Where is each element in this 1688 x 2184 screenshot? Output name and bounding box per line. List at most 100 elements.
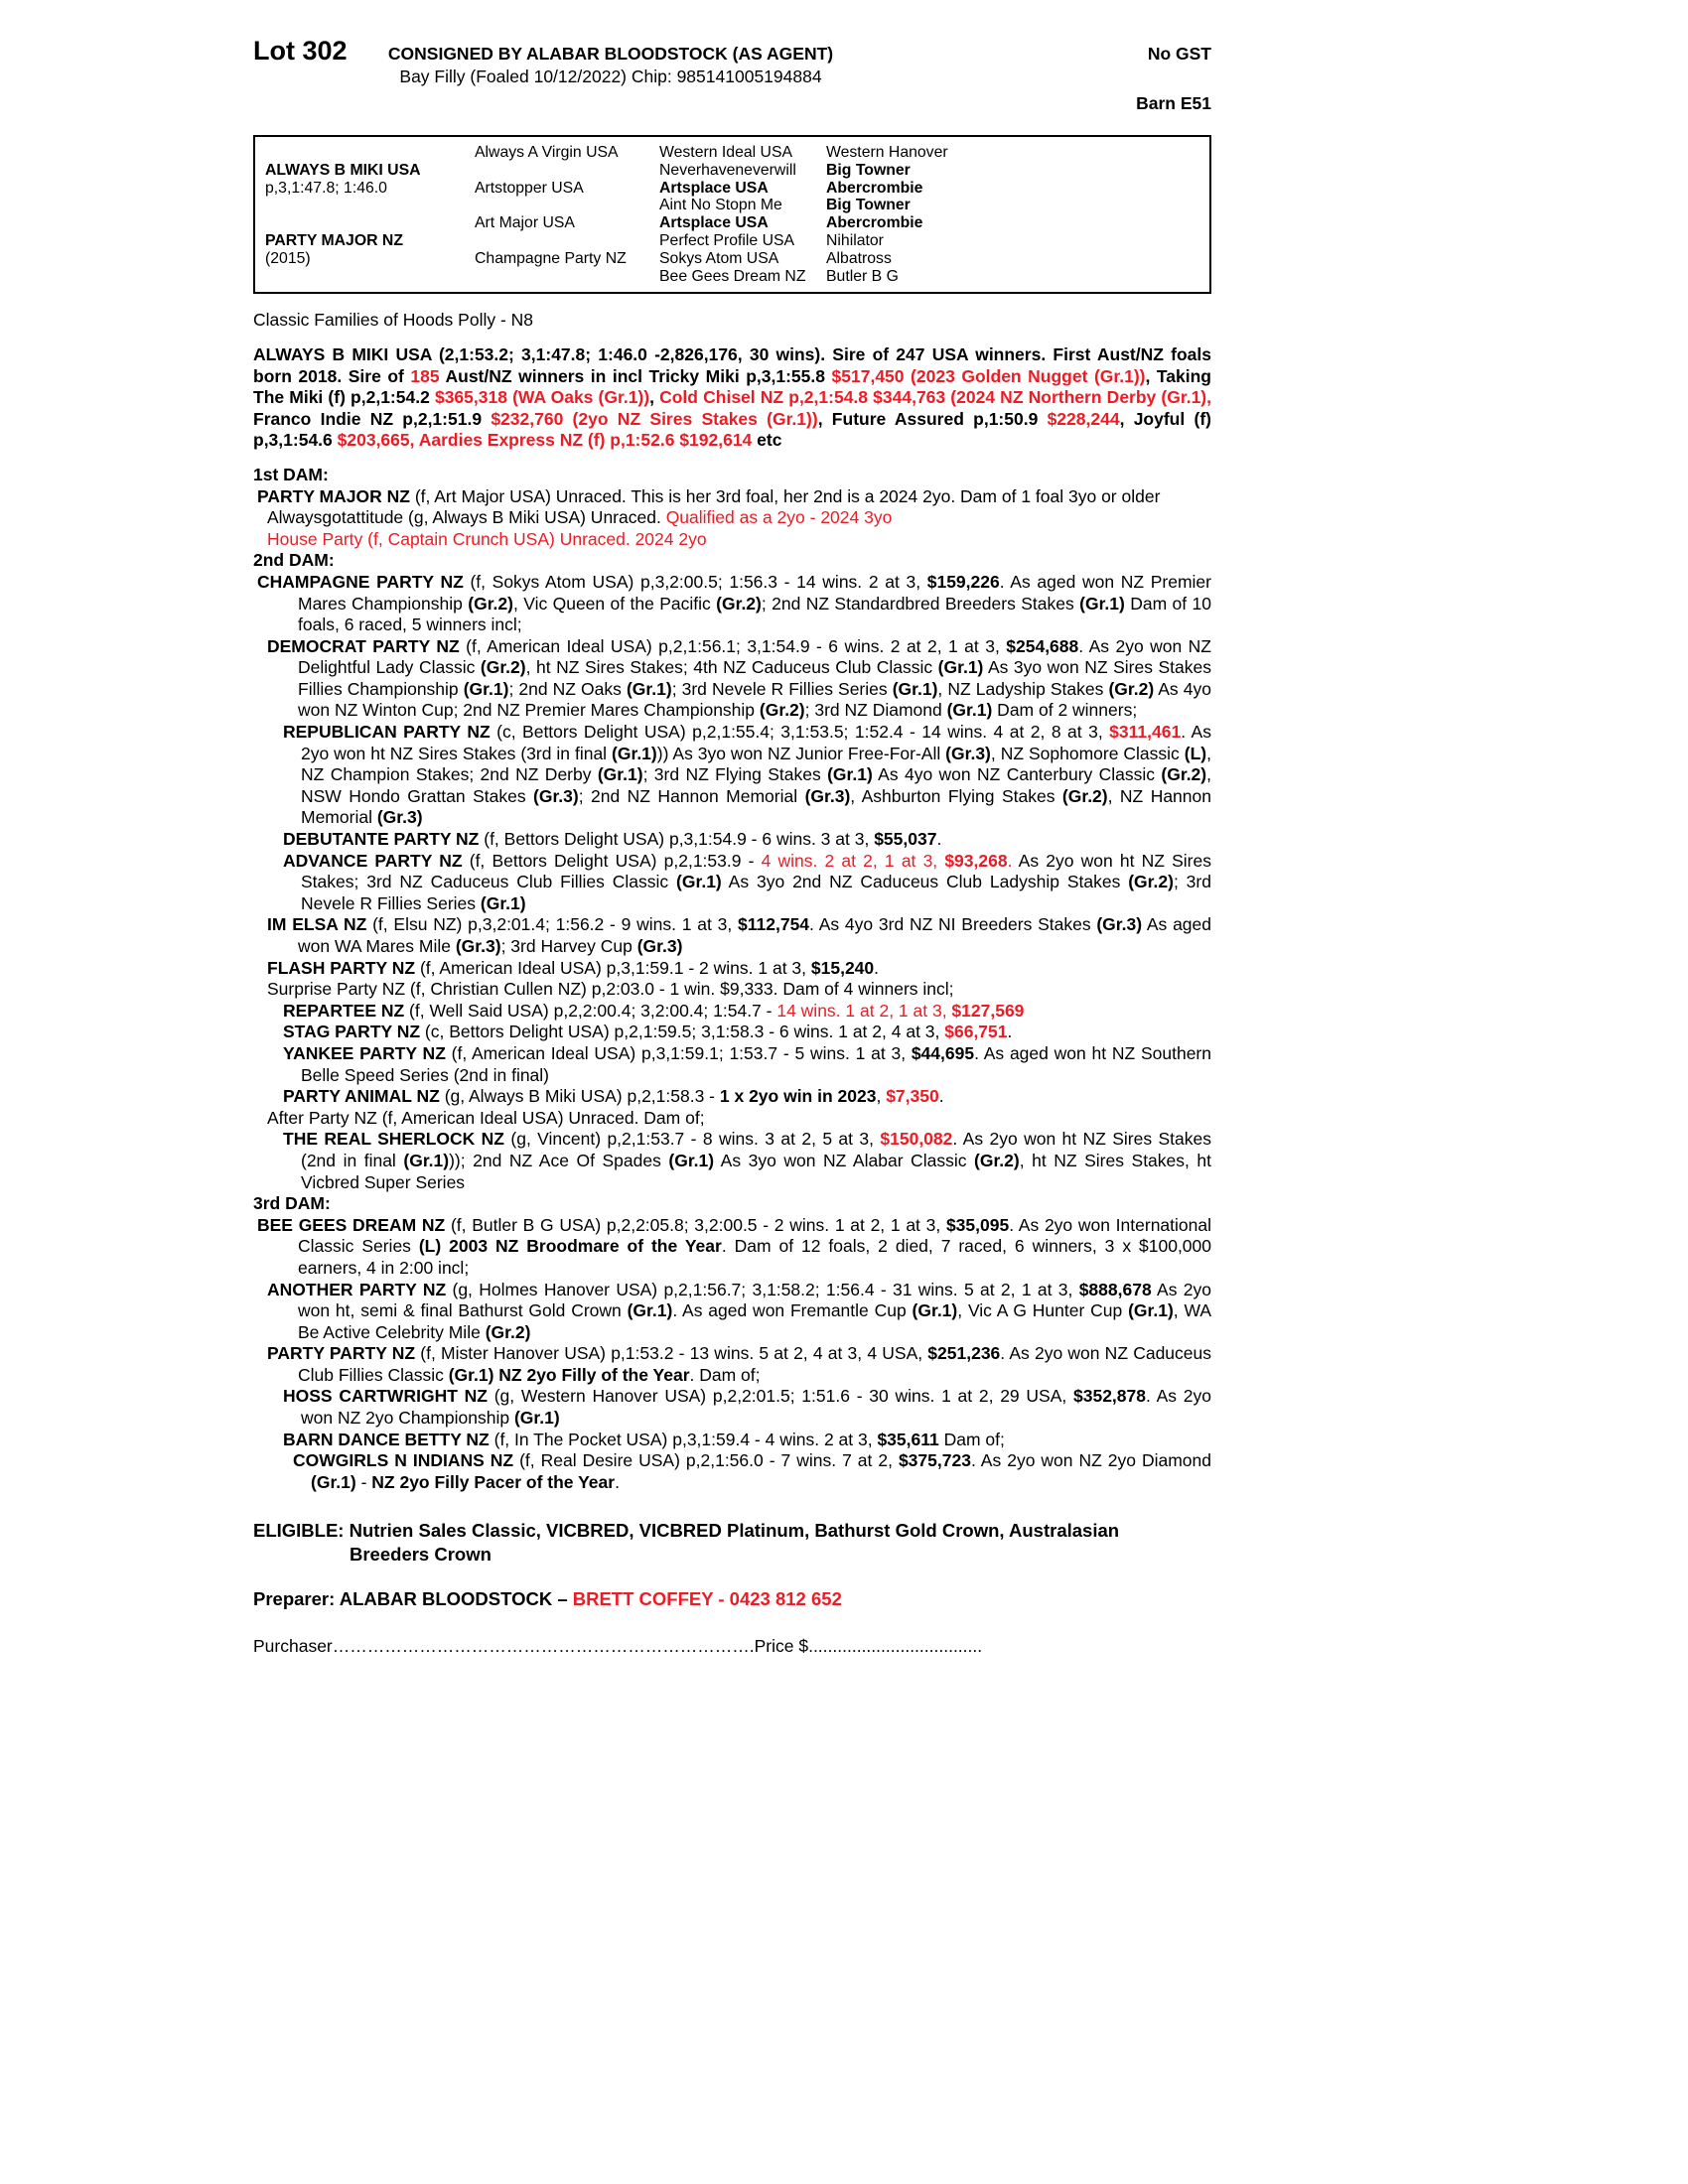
text-segment: $254,688 — [1006, 635, 1079, 656]
text-segment: $352,878 — [1073, 1386, 1146, 1407]
text-segment: As 4yo won NZ Winton Cup; 2nd NZ Premier… — [298, 678, 1211, 721]
text-segment: 2nd DAM: — [253, 550, 335, 571]
text-segment: (L) — [1184, 743, 1207, 763]
pedigree-ancestor: Abercrombie — [826, 179, 923, 197]
pedigree-sire-record: p,3,1:47.8; 1:46.0 — [265, 179, 387, 197]
text-segment: etc — [752, 430, 782, 451]
text-segment: REPARTEE NZ — [283, 1000, 405, 1021]
text-segment: House Party (f, Captain Crunch USA) Unra… — [267, 528, 707, 549]
text-segment: , NZ Sophomore Classic — [990, 743, 1185, 763]
pedigree-paragraph: IM ELSA NZ (f, Elsu NZ) p,3,2:01.4; 1:56… — [253, 914, 1211, 957]
text-segment: Preparer: ALABAR BLOODSTOCK – — [253, 1588, 573, 1610]
text-segment: )); 2nd NZ Ace Of Spades — [449, 1150, 669, 1170]
text-segment: (Gr.2) — [468, 593, 513, 614]
foal-description: Bay Filly (Foaled 10/12/2022) Chip: 9851… — [399, 67, 822, 86]
text-segment: (Gr.1) — [676, 872, 722, 892]
barn-number: Barn E51 — [1136, 93, 1211, 113]
text-segment: (Gr.3) — [533, 785, 579, 806]
text-segment: BRETT COFFEY - 0423 812 652 — [572, 1588, 842, 1610]
text-segment: $232,760 (2yo NZ Sires Stakes (Gr.1)) — [491, 408, 818, 429]
text-segment: (c, Bettors Delight USA) p,2,1:55.4; 3,1… — [490, 722, 1110, 743]
text-segment: , NZ Champion Stakes; 2nd NZ Derby — [301, 743, 1211, 785]
page-content: Lot 302 CONSIGNED BY ALABAR BLOODSTOCK (… — [253, 36, 1211, 1657]
text-segment: Dam of; — [938, 1429, 1005, 1449]
text-segment: , NZ Hannon Memorial — [301, 785, 1211, 828]
text-segment: REPUBLICAN PARTY NZ — [283, 722, 491, 743]
pedigree-paragraph: YANKEE PARTY NZ (f, American Ideal USA) … — [253, 1043, 1211, 1086]
preparer-line: Preparer: ALABAR BLOODSTOCK – BRETT COFF… — [253, 1588, 1211, 1610]
pedigree-ancestor: Neverhaveneverwill — [659, 161, 796, 179]
text-segment: (Gr.1) — [311, 1471, 356, 1492]
pedigree-ancestor: Aint No Stopn Me — [659, 197, 782, 214]
text-segment: (Gr.2) — [1061, 785, 1108, 806]
text-segment: )) As 3yo won NZ Junior Free-For-All — [656, 743, 946, 763]
text-segment: (g, Western Hanover USA) p,2,2:01.5; 1:5… — [487, 1386, 1073, 1407]
pedigree-paragraph: REPUBLICAN PARTY NZ (c, Bettors Delight … — [253, 722, 1211, 829]
text-segment: $127,569 — [951, 1000, 1025, 1021]
text-segment: Classic Families of Hoods Polly - N8 — [253, 310, 534, 331]
pedigree-ancestor: Western Hanover — [826, 144, 948, 161]
pedigree-body: Classic Families of Hoods Polly - N8 ALWA… — [253, 310, 1211, 1493]
text-segment: (Gr.2) — [716, 593, 762, 614]
pedigree-ancestor: Always A Virgin USA — [475, 144, 619, 161]
text-segment: DEMOCRAT PARTY NZ — [267, 635, 460, 656]
text-segment: (g, Vincent) p,2,1:53.7 - 8 wins. 3 at 2… — [504, 1129, 881, 1150]
text-segment: ; 2nd NZ Hannon Memorial — [578, 785, 805, 806]
pedigree-paragraph: HOSS CARTWRIGHT NZ (g, Western Hanover U… — [253, 1386, 1211, 1429]
text-segment: , ht NZ Sires Stakes, ht Vicbred Super S… — [301, 1150, 1212, 1192]
text-segment: $159,226 — [926, 571, 1000, 592]
text-segment: (f, Butler B G USA) p,2,2:05.8; 3,2:00.5… — [445, 1214, 946, 1235]
text-segment: . As 2yo won NZ Caduceus Club Fillies Cl… — [298, 1343, 1212, 1385]
text-segment: . As 2yo won ht NZ Sires Stakes (2nd in … — [301, 1129, 1211, 1170]
pedigree-paragraph: THE REAL SHERLOCK NZ (g, Vincent) p,2,1:… — [253, 1129, 1211, 1193]
text-segment: $35,095 — [945, 1214, 1010, 1235]
pedigree-ancestor: Artsplace USA — [659, 214, 769, 232]
text-segment: , Future Assured p,1:50.9 — [817, 408, 1048, 429]
pedigree-empty-cell — [475, 162, 659, 180]
text-segment: BEE GEES DREAM NZ — [257, 1214, 446, 1235]
text-segment: As aged won WA Mares Mile — [298, 914, 1212, 956]
pedigree-empty-cell — [265, 144, 475, 162]
text-segment: (Gr.1) — [626, 678, 672, 699]
second-dam-heading: 2nd DAM: — [253, 550, 1211, 572]
text-segment: (Gr.3) — [1096, 914, 1143, 935]
text-segment: (Gr.1) — [597, 764, 643, 785]
pedigree-paragraph: PARTY ANIMAL NZ (g, Always B Miki USA) p… — [253, 1086, 1211, 1108]
text-segment: As 3yo 2nd NZ Caduceus Club Ladyship Sta… — [721, 872, 1129, 892]
text-segment: (Gr.1) — [403, 1150, 450, 1170]
text-segment: . As aged won ht NZ Southern Belle Speed… — [301, 1042, 1211, 1085]
text-segment: . — [615, 1471, 620, 1492]
pedigree-ancestor: Butler B G — [826, 267, 899, 285]
text-segment: (Gr.2) — [1161, 764, 1207, 785]
text-segment: . Dam of; — [689, 1364, 761, 1385]
text-segment: (Gr.2) — [485, 1321, 531, 1342]
pedigree-ancestor: Big Towner — [826, 197, 911, 214]
text-segment: 185 — [410, 365, 440, 386]
pedigree-paragraph: BEE GEES DREAM NZ (f, Butler B G USA) p,… — [253, 1215, 1211, 1280]
text-segment: As 2yo won ht, semi & final Bathurst Gol… — [298, 1279, 1211, 1321]
text-segment: CHAMPAGNE PARTY NZ — [257, 571, 464, 592]
text-segment: (Gr.1) NZ 2yo Filly of the Year — [448, 1364, 690, 1385]
text-segment: (c, Bettors Delight USA) p,2,1:59.5; 3,1… — [420, 1022, 945, 1042]
pedigree-paragraph: House Party (f, Captain Crunch USA) Unra… — [253, 529, 1211, 551]
text-segment: (f, Bettors Delight USA) p,2,1:53.9 - — [462, 850, 762, 871]
pedigree-paragraph: STAG PARTY NZ (c, Bettors Delight USA) p… — [253, 1022, 1211, 1043]
consignor-line: CONSIGNED BY ALABAR BLOODSTOCK (AS AGENT… — [387, 44, 834, 64]
third-dam-heading: 3rd DAM: — [253, 1193, 1211, 1215]
pedigree-empty-cell — [475, 197, 659, 214]
pedigree-ancestor: Albatross — [826, 249, 892, 267]
text-segment: (f, Art Major USA) Unraced. This is her … — [409, 485, 1161, 506]
text-segment: , Joyful (f) p,3,1:54.6 — [253, 408, 1211, 451]
text-segment: 14 wins. 1 at 2, 1 at 3, — [776, 1000, 952, 1021]
gst-note: No GST — [1147, 44, 1211, 64]
text-segment: Purchaser……………………………………………………………….Price … — [253, 1636, 983, 1657]
pedigree-ancestor: Western Ideal USA — [659, 144, 793, 161]
pedigree-paragraph: REPARTEE NZ (f, Well Said USA) p,2,2:00.… — [253, 1001, 1211, 1023]
lot-number: Lot 302 — [253, 36, 348, 66]
text-segment: (f, Real Desire USA) p,2,1:56.0 - 7 wins… — [513, 1450, 899, 1471]
text-segment: (f, Elsu NZ) p,3,2:01.4; 1:56.2 - 9 wins… — [366, 914, 739, 935]
text-segment: ALWAYS B MIKI USA (2,1:53.2; 3,1:47.8; 1… — [253, 343, 1211, 386]
text-segment: $35,611 — [877, 1429, 939, 1449]
pedigree-empty-cell — [265, 268, 475, 286]
pedigree-paragraph: BARN DANCE BETTY NZ (f, In The Pocket US… — [253, 1430, 1211, 1451]
